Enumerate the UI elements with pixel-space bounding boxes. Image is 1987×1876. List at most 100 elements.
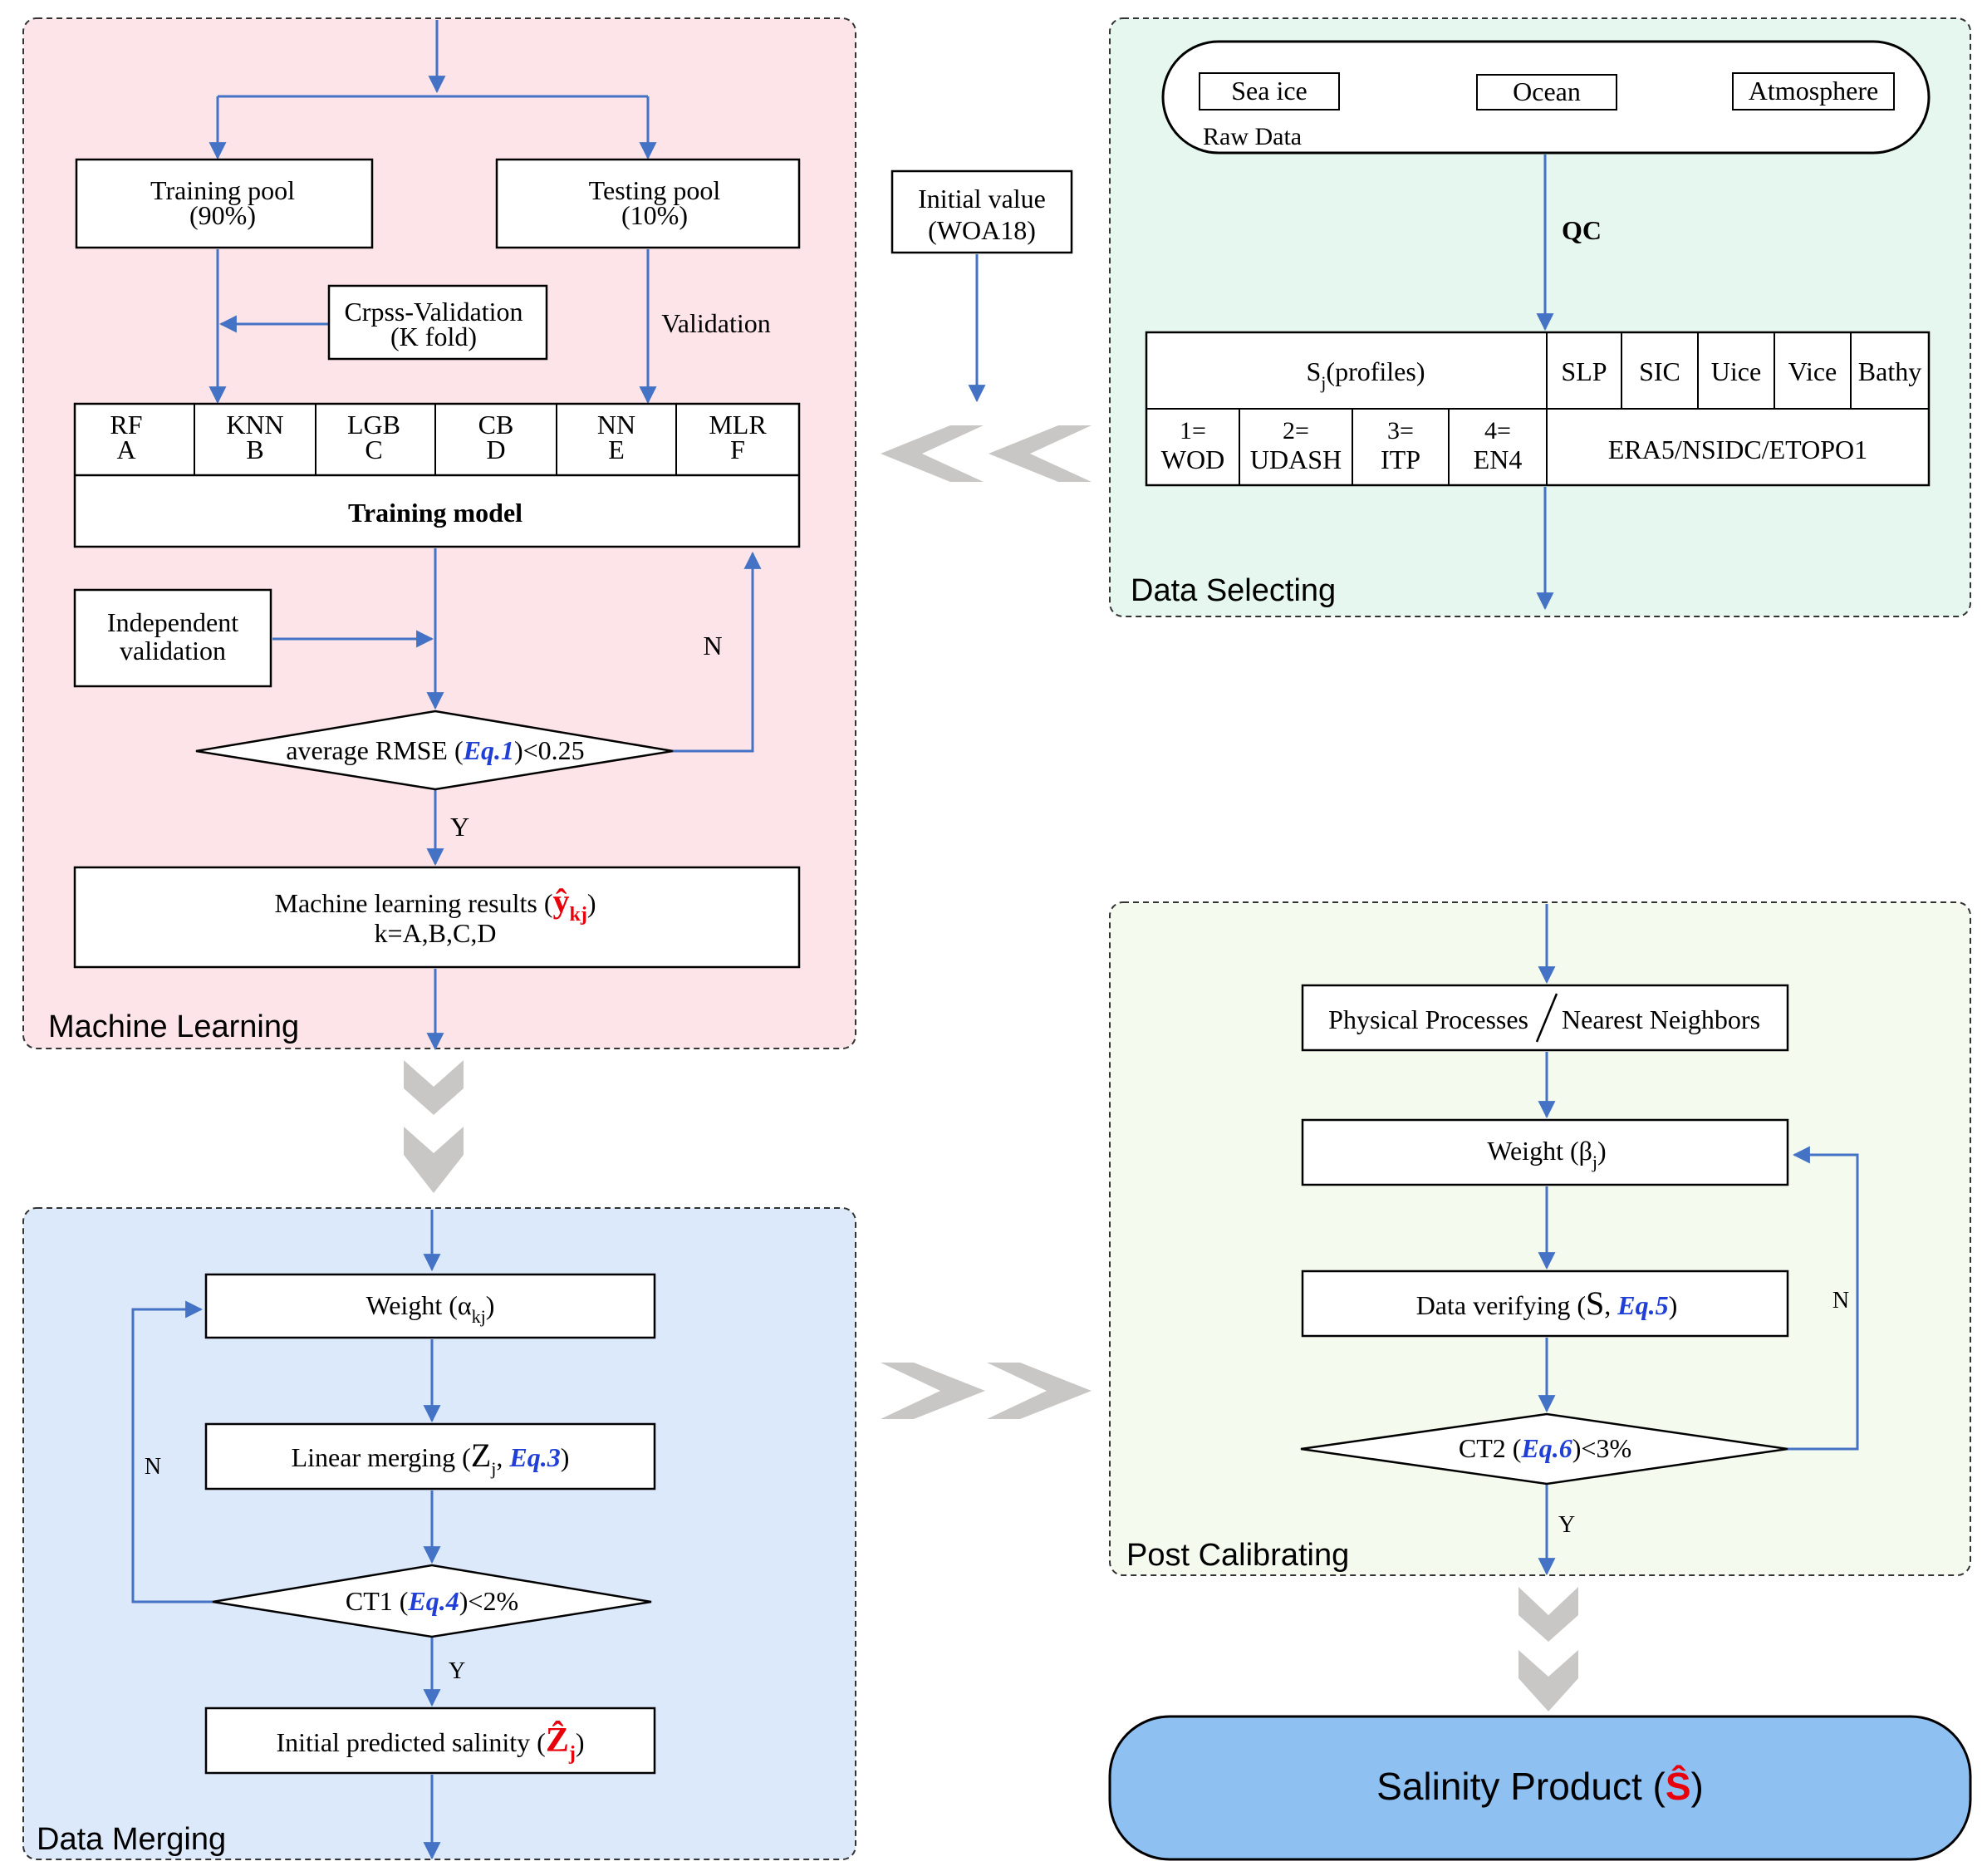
ocean-label: Ocean xyxy=(1513,76,1581,106)
model-lgb-name: LGB xyxy=(347,410,400,440)
post-calibrating-label: Post Calibrating xyxy=(1126,1538,1349,1573)
chevron-down-icon xyxy=(404,1127,464,1193)
source-4-name: EN4 xyxy=(1474,444,1523,474)
ct1-decision-diamond xyxy=(212,1564,652,1638)
machine-learning-label: Machine Learning xyxy=(48,1009,299,1044)
ct1-yes-label: Y xyxy=(449,1658,465,1684)
processes-box xyxy=(1301,984,1789,1052)
ocean-box xyxy=(1476,74,1617,110)
qc-label: QC xyxy=(1562,215,1602,245)
atmosphere-box xyxy=(1732,72,1895,110)
rmse-yes-label: Y xyxy=(450,812,469,842)
testing-pool-box xyxy=(495,158,801,249)
source-4-num: 4= xyxy=(1484,417,1511,444)
source-1-name: WOD xyxy=(1161,444,1224,474)
independent-validation-label: Independent xyxy=(107,607,238,637)
training-pool-percent: (90%) xyxy=(189,200,256,230)
cross-validation-label: Crpss-Validation xyxy=(344,297,523,327)
salinity-product-box xyxy=(1108,1715,1972,1861)
testing-pool-percent: (10%) xyxy=(621,200,688,230)
ct2-yes-label: Y xyxy=(1558,1512,1575,1538)
chevron-arrows xyxy=(404,425,1578,1711)
calib-weight-text: Weight (βj) xyxy=(1487,1136,1606,1172)
z-symbol: Z xyxy=(471,1436,491,1474)
model-table: RF A KNN B LGB C CB D NN E MLR F Trainin… xyxy=(73,402,801,548)
model-nn-name: NN xyxy=(597,410,635,440)
sea-ice-label: Sea ice xyxy=(1231,76,1307,106)
training-model-label: Training model xyxy=(348,498,523,528)
data-verifying-text: Data verifying (S, Eq.5) xyxy=(1416,1284,1678,1322)
model-rf-name: RF xyxy=(110,410,142,440)
ct1-decision-text: CT1 (Eq.4)<2% xyxy=(346,1586,518,1616)
ml-results-box xyxy=(73,866,801,969)
profiles-header: Sj(profiles) xyxy=(1307,356,1425,393)
data-selecting-label: Data Selecting xyxy=(1131,573,1336,608)
linear-merging-box xyxy=(204,1422,656,1490)
ct2-decision-diamond xyxy=(1300,1412,1788,1486)
z-hat-symbol: Ẑ xyxy=(546,1721,569,1760)
salinity-product-text: Salinity Product (Ŝ) xyxy=(1376,1765,1704,1808)
ml-results-k-values: k=A,B,C,D xyxy=(375,918,497,948)
eq3-ref: Eq.3 xyxy=(508,1442,560,1472)
model-mlr-code: F xyxy=(730,435,745,464)
ml-results-text: Machine learning results (ŷkj) xyxy=(275,882,596,926)
nearest-neighbors-label: Nearest Neighbors xyxy=(1562,1004,1760,1034)
merge-weight-box xyxy=(204,1273,656,1339)
model-knn-name: KNN xyxy=(226,410,283,440)
cross-validation-box xyxy=(327,284,548,361)
data-verifying-box xyxy=(1301,1269,1789,1338)
independent-validation-box xyxy=(73,588,272,688)
source-1-num: 1= xyxy=(1180,417,1206,444)
s-symbol: S xyxy=(1586,1284,1604,1322)
chevron-left-icon xyxy=(881,425,984,482)
rmse-decision-diamond xyxy=(195,710,674,791)
initial-value-label: Initial value xyxy=(918,184,1046,214)
model-mlr-name: MLR xyxy=(709,410,767,440)
eq1-ref: Eq.1 xyxy=(463,735,514,765)
testing-pool-label: Testing pool xyxy=(589,175,721,205)
source-2-num: 2= xyxy=(1283,417,1309,444)
chevron-left-icon xyxy=(989,425,1092,482)
var-uice: Uice xyxy=(1711,356,1761,386)
validation-label: Validation xyxy=(661,308,771,338)
rmse-no-label: N xyxy=(703,631,722,661)
linear-merging-text: Linear merging (Zj, Eq.3) xyxy=(292,1436,570,1479)
chevron-down-icon xyxy=(404,1060,464,1115)
var-bathy: Bathy xyxy=(1858,356,1921,386)
data-source-table: Sj(profiles) SLP SIC Uice Vice Bathy 1= … xyxy=(1145,331,1931,487)
sea-ice-box xyxy=(1199,72,1340,110)
alpha-symbol: α xyxy=(458,1290,472,1320)
eq6-ref: Eq.6 xyxy=(1520,1433,1572,1463)
variable-sources: ERA5/NSIDC/ETOPO1 xyxy=(1608,435,1867,464)
atmosphere-label: Atmosphere xyxy=(1749,76,1878,106)
initial-value-box xyxy=(890,169,1073,254)
y-hat-symbol: ŷ xyxy=(553,882,570,920)
model-nn-code: E xyxy=(608,435,625,464)
training-pool-label: Training pool xyxy=(150,175,295,205)
source-3-num: 3= xyxy=(1387,417,1414,444)
calib-weight-box xyxy=(1301,1118,1789,1186)
model-lgb-code: C xyxy=(365,435,382,464)
rmse-decision-text: average RMSE (Eq.1)<0.25 xyxy=(286,735,584,765)
ct2-decision-text: CT2 (Eq.6)<3% xyxy=(1459,1433,1631,1463)
initial-salinity-text: Initial predicted salinity (Ẑj) xyxy=(276,1721,584,1765)
data-merging-label: Data Merging xyxy=(37,1822,226,1857)
model-rf-code: A xyxy=(116,435,135,464)
var-sic: SIC xyxy=(1639,356,1680,386)
eq5-ref: Eq.5 xyxy=(1617,1290,1668,1320)
ct2-no-label: N xyxy=(1832,1288,1849,1314)
chevron-down-icon xyxy=(1518,1650,1578,1711)
cross-validation-kfold: (K fold) xyxy=(390,322,477,351)
var-vice: Vice xyxy=(1788,356,1837,386)
independent-validation-label-2: validation xyxy=(120,636,226,665)
ct1-no-label: N xyxy=(145,1454,161,1480)
source-2-name: UDASH xyxy=(1250,444,1342,474)
training-pool-box xyxy=(75,158,374,249)
model-cb-name: CB xyxy=(478,410,514,440)
var-slp: SLP xyxy=(1561,356,1607,386)
model-knn-code: B xyxy=(246,435,263,464)
initial-value-source: (WOA18) xyxy=(928,215,1036,245)
merge-weight-text: Weight (αkj) xyxy=(366,1290,495,1327)
